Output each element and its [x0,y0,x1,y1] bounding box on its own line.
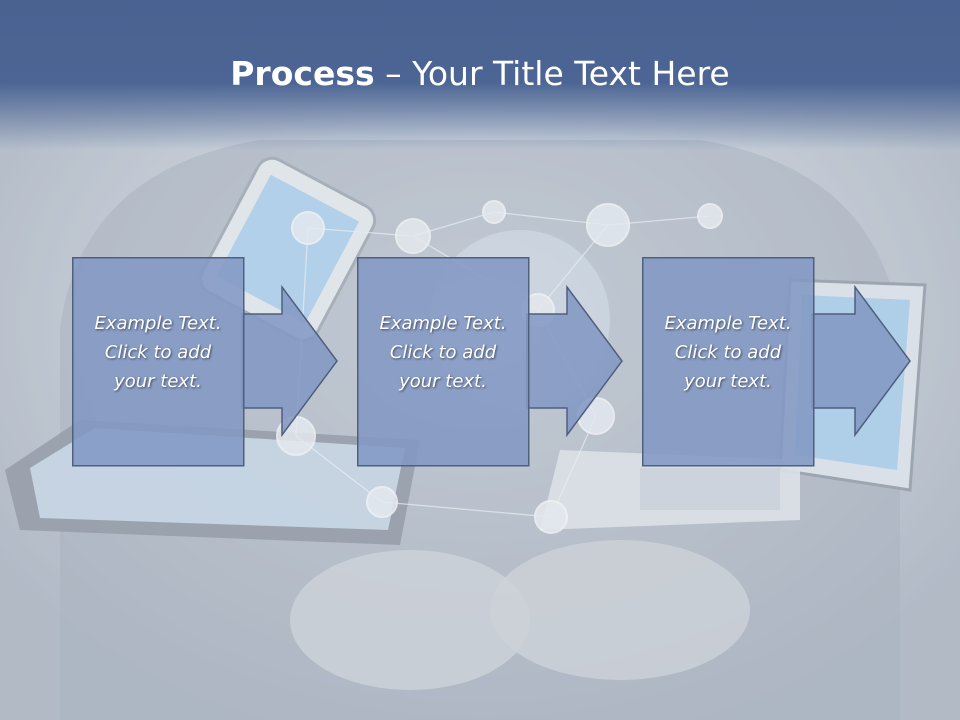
title-rest: Your Title Text Here [412,54,730,93]
step-2-line-3: your text. [399,371,487,392]
process-step-2[interactable]: Example Text. Click to add your text. [357,257,697,467]
arrow-shape-2 [357,257,623,467]
step-3-line-2: Click to add [674,342,782,363]
title-bar [0,0,960,150]
step-3-line-1: Example Text. [664,313,792,334]
step-1-line-3: your text. [114,371,202,392]
arrow-shape-3 [642,257,911,467]
process-step-3[interactable]: Example Text. Click to add your text. [642,257,942,467]
step-1-line-1: Example Text. [94,313,222,334]
slide-title[interactable]: Process – Your Title Text Here [0,52,960,96]
step-2-line-1: Example Text. [379,313,507,334]
step-2-line-2: Click to add [389,342,497,363]
step-1-text[interactable]: Example Text. Click to add your text. [72,309,244,396]
process-step-1[interactable]: Example Text. Click to add your text. [72,257,412,467]
arrow-shape-1 [72,257,338,467]
step-3-text[interactable]: Example Text. Click to add your text. [642,309,814,396]
step-1-line-2: Click to add [104,342,212,363]
title-bold: Process [230,54,375,93]
step-2-text[interactable]: Example Text. Click to add your text. [357,309,529,396]
step-3-line-3: your text. [684,371,772,392]
title-separator: – [374,54,413,93]
